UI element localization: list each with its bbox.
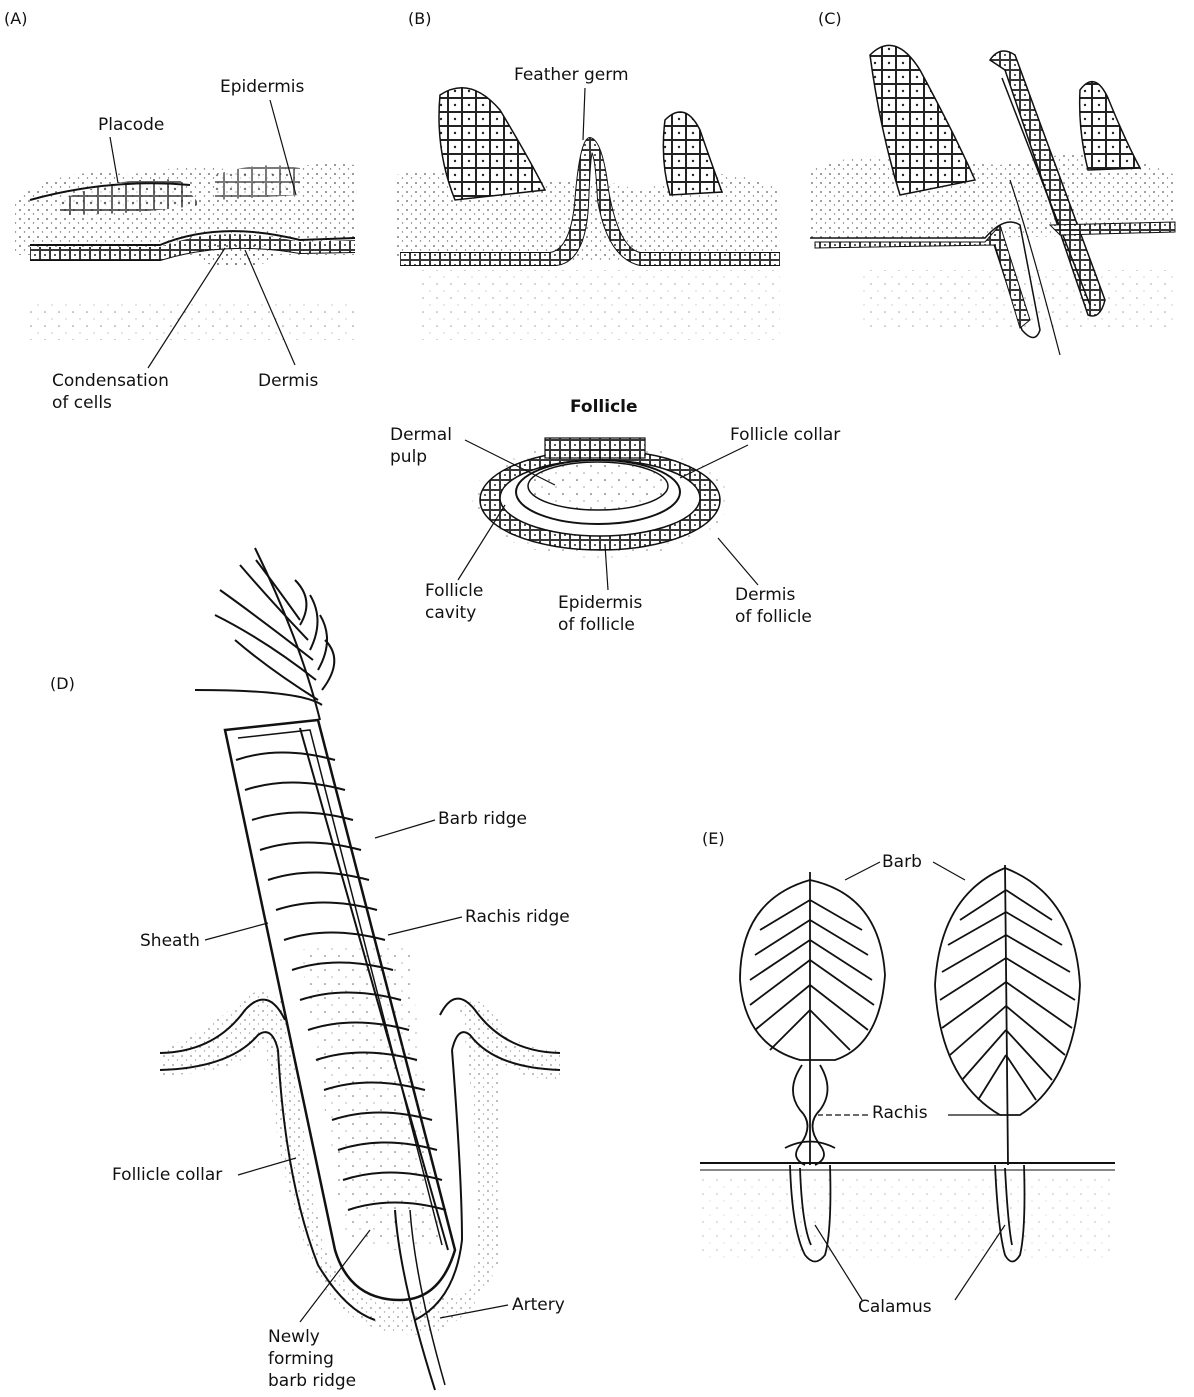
label-epidermis: Epidermis	[220, 78, 304, 98]
panel-a-drawing	[15, 100, 355, 368]
label-rachis-ridge: Rachis ridge	[465, 908, 570, 928]
label-newly-3: barb ridge	[268, 1372, 356, 1392]
panel-c-label: (C)	[818, 10, 842, 28]
label-dermal-pulp-2: pulp	[390, 448, 427, 468]
label-calamus: Calamus	[858, 1298, 932, 1318]
label-follicle-collar-d: Follicle collar	[112, 1166, 222, 1186]
label-follicle-cavity-2: cavity	[425, 604, 476, 624]
label-dermis: Dermis	[258, 372, 318, 392]
label-follicle-cavity-1: Follicle	[425, 582, 483, 602]
panel-c-drawing	[810, 45, 1175, 355]
label-dermis-follicle-2: of follicle	[735, 608, 812, 628]
label-dermal-pulp-1: Dermal	[390, 426, 452, 446]
label-dermis-follicle-1: Dermis	[735, 586, 795, 606]
label-sheath: Sheath	[140, 932, 200, 952]
panel-a-label: (A)	[4, 10, 27, 28]
panel-d-drawing	[160, 548, 560, 1390]
label-newly-2: forming	[268, 1350, 334, 1370]
label-barb: Barb	[882, 853, 922, 873]
label-condensation-1: Condensation	[52, 372, 169, 392]
panel-b-drawing	[395, 88, 780, 340]
follicle-inset-drawing	[458, 438, 758, 590]
label-epidermis-follicle-2: of follicle	[558, 616, 635, 636]
label-follicle-title: Follicle	[570, 398, 638, 418]
panel-e-label: (E)	[702, 830, 725, 848]
label-barb-ridge: Barb ridge	[438, 810, 527, 830]
label-newly-1: Newly	[268, 1328, 320, 1348]
label-condensation-2: of cells	[52, 394, 112, 414]
panel-d-label: (D)	[50, 675, 75, 693]
label-rachis: Rachis	[872, 1104, 928, 1124]
panel-e-drawing	[700, 862, 1115, 1300]
label-follicle-collar-top: Follicle collar	[730, 426, 840, 446]
label-epidermis-follicle-1: Epidermis	[558, 594, 642, 614]
label-placode: Placode	[98, 116, 164, 136]
panel-b-label: (B)	[408, 10, 431, 28]
label-artery: Artery	[512, 1296, 565, 1316]
label-feather-germ: Feather germ	[514, 66, 629, 86]
